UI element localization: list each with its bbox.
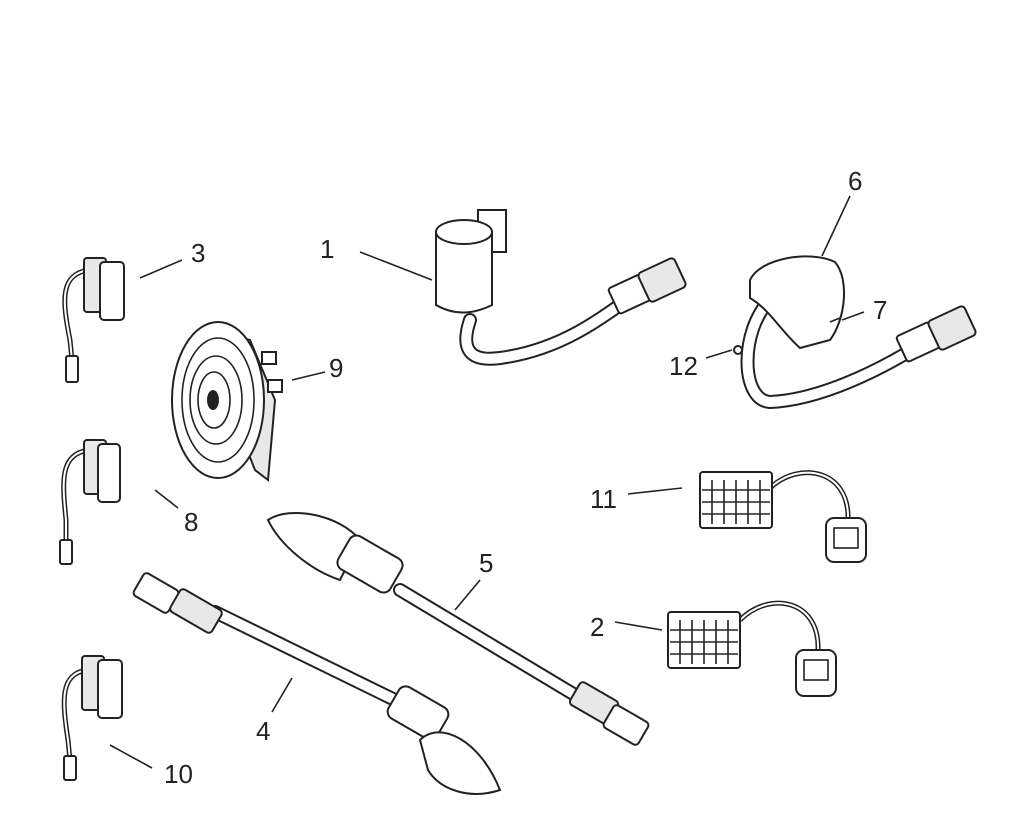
callout-3: 3 bbox=[191, 238, 205, 268]
callout-9: 9 bbox=[329, 353, 343, 383]
module-part-11 bbox=[699, 470, 867, 563]
callout-8: 8 bbox=[184, 507, 198, 537]
callout-11: 11 bbox=[590, 484, 617, 514]
callout-1: 1 bbox=[320, 234, 334, 264]
horn-part-9 bbox=[171, 321, 283, 482]
switch-part-8 bbox=[59, 439, 121, 565]
leader-lines bbox=[109, 195, 865, 769]
callout-12: 12 bbox=[669, 351, 698, 381]
switch-part-10 bbox=[61, 655, 123, 781]
callout-5: 5 bbox=[479, 548, 493, 578]
switch-part-3 bbox=[62, 257, 125, 383]
turn-signal-part-4 bbox=[132, 572, 502, 795]
callout-4: 4 bbox=[256, 716, 270, 746]
callout-7: 7 bbox=[873, 295, 887, 325]
callout-2: 2 bbox=[590, 612, 604, 642]
callout-6: 6 bbox=[848, 166, 862, 196]
relay-part-1 bbox=[435, 209, 687, 366]
bracket-part-6 bbox=[733, 255, 977, 410]
callout-10: 10 bbox=[164, 759, 193, 789]
callout-labels: 1 2 3 4 5 6 7 8 9 10 11 12 bbox=[164, 166, 887, 789]
module-part-2 bbox=[667, 600, 837, 697]
turn-signal-part-5 bbox=[266, 512, 650, 746]
